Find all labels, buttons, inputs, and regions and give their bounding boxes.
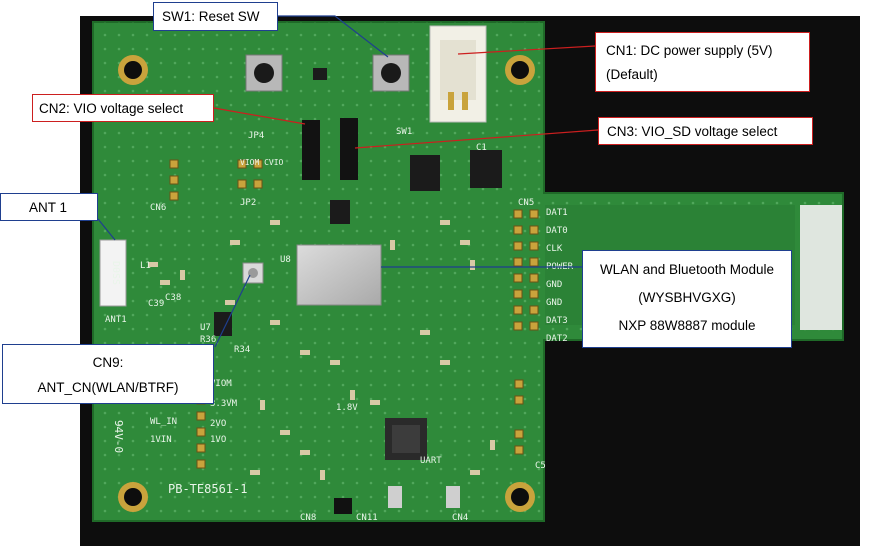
rf-connector-icon: [242, 262, 264, 284]
svg-text:GND: GND: [546, 298, 562, 308]
callout-ant1-text: ANT 1: [29, 200, 68, 215]
callout-module-line3: NXP 88W8887 module: [618, 318, 756, 333]
svg-text:1VO: 1VO: [210, 435, 226, 445]
svg-text:U7: U7: [200, 323, 211, 333]
svg-text:U8: U8: [280, 255, 291, 265]
callout-cn3: CN3: VIO_SD voltage select: [598, 117, 813, 145]
jumper-icon: [302, 118, 358, 180]
callout-wlan-module: WLAN and Bluetooth Module (WYSBHVGXG) NX…: [582, 250, 792, 348]
svg-text:CN6: CN6: [150, 203, 166, 213]
svg-text:C1: C1: [476, 143, 487, 153]
pin-header-icon: [169, 159, 539, 469]
callout-sw1-text: SW1: Reset SW: [162, 9, 260, 24]
svg-text:L1: L1: [140, 261, 151, 271]
svg-text:DAT3: DAT3: [546, 316, 568, 326]
svg-text:C39: C39: [148, 299, 164, 309]
svg-text:C38: C38: [165, 293, 181, 303]
svg-text:UART: UART: [420, 456, 442, 466]
callout-cn1-line2: (Default): [606, 67, 658, 82]
svg-text:C5: C5: [535, 461, 546, 471]
ic-chip-icon: [214, 68, 502, 460]
svg-text:ANT1: ANT1: [105, 315, 127, 325]
svg-text:DAT0: DAT0: [546, 226, 568, 236]
callout-cn9: CN9: ANT_CN(WLAN/BTRF): [2, 344, 214, 404]
svg-text:JP2: JP2: [240, 198, 256, 208]
svg-text:2VO: 2VO: [210, 419, 226, 429]
svg-text:D0SS: D0SS: [110, 261, 121, 285]
svg-text:3.3VM: 3.3VM: [210, 399, 238, 409]
svg-text:VIOM CVIO: VIOM CVIO: [240, 158, 284, 167]
part-number-label: PB-TE8561-1: [168, 482, 247, 496]
svg-text:WL_IN: WL_IN: [150, 417, 177, 427]
svg-text:CN5: CN5: [518, 198, 534, 208]
callout-module-line2: (WYSBHVGXG): [638, 290, 736, 305]
rating-label: 94V-0: [112, 420, 125, 453]
svg-text:DAT1: DAT1: [546, 208, 568, 218]
svg-text:R36: R36: [200, 335, 216, 345]
callout-ant1: ANT 1: [0, 193, 98, 221]
callout-cn9-line1: CN9:: [92, 355, 124, 370]
svg-text:1.8V: 1.8V: [336, 403, 358, 413]
callout-cn1-line1: CN1: DC power supply (5V): [606, 43, 773, 58]
svg-text:SW1: SW1: [396, 127, 412, 137]
mounting-hole-icon: [118, 55, 535, 512]
callout-cn9-line2: ANT_CN(WLAN/BTRF): [37, 380, 179, 395]
wlan-module-shield: [296, 244, 382, 306]
callout-cn3-text: CN3: VIO_SD voltage select: [607, 124, 778, 139]
svg-text:CN4: CN4: [452, 513, 468, 523]
tact-switch-icon: [245, 54, 410, 92]
svg-text:GND: GND: [546, 280, 562, 290]
silkscreen-labels: PB-TE8561-1 94V-0 CN5 DAT1 DAT0 CLK POWE…: [105, 127, 574, 523]
svg-text:R34: R34: [234, 345, 250, 355]
smd-components: [148, 220, 495, 480]
sd-edge-area: [800, 205, 842, 330]
dc-connector-icon: [429, 25, 487, 123]
callout-cn1: CN1: DC power supply (5V) (Default): [595, 32, 810, 92]
callout-sw1: SW1: Reset SW: [153, 2, 278, 31]
svg-text:1VIN: 1VIN: [150, 435, 172, 445]
svg-text:JP4: JP4: [248, 131, 264, 141]
chip-antenna-icon: D0SS: [99, 239, 127, 307]
svg-text:CLK: CLK: [546, 244, 563, 254]
callout-module-line1: WLAN and Bluetooth Module: [599, 262, 775, 277]
svg-text:VIOM: VIOM: [210, 379, 232, 389]
bottom-connector-icon: [334, 486, 460, 514]
callout-cn2: CN2: VIO voltage select: [32, 94, 214, 122]
svg-text:CN11: CN11: [356, 513, 378, 523]
svg-text:DAT2: DAT2: [546, 334, 568, 344]
svg-text:CN8: CN8: [300, 513, 316, 523]
callout-cn2-text: CN2: VIO voltage select: [39, 101, 184, 116]
